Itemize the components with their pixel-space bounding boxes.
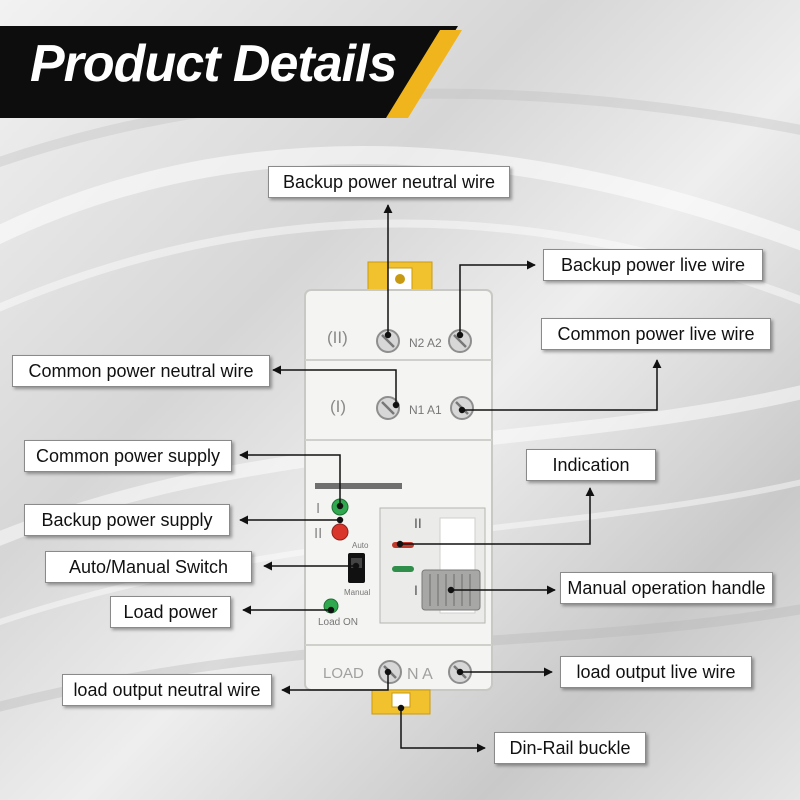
handle-position-i-label: I bbox=[414, 582, 418, 598]
load-on-label: Load ON bbox=[318, 617, 358, 628]
callout-common-power-live-wire: Common power live wire bbox=[541, 318, 771, 350]
group-i-label: (I) bbox=[330, 397, 346, 416]
terminal-row-bottom-labels: N A bbox=[407, 666, 433, 683]
group-ii-label: (II) bbox=[327, 328, 348, 347]
indicator-two-label: II bbox=[314, 525, 322, 542]
indication-red-bar bbox=[392, 542, 414, 548]
switch-manual-label: Manual bbox=[344, 588, 370, 597]
indicator-green-light bbox=[331, 498, 349, 516]
load-on-light bbox=[323, 598, 339, 614]
callout-load-output-live-wire: load output live wire bbox=[560, 656, 752, 688]
terminal-row-middle-labels: N1 A1 bbox=[409, 403, 442, 417]
handle-position-ii-label: II bbox=[414, 515, 422, 531]
callout-auto-manual-switch: Auto/Manual Switch bbox=[45, 551, 252, 583]
callout-manual-operation-handle: Manual operation handle bbox=[560, 572, 773, 604]
load-group-label: LOAD bbox=[323, 665, 364, 682]
callout-backup-power-supply: Backup power supply bbox=[24, 504, 230, 536]
terminal-row-top-labels: N2 A2 bbox=[409, 336, 442, 350]
indicator-one-label: I bbox=[316, 500, 320, 517]
title-banner bbox=[0, 26, 462, 118]
callout-indication: Indication bbox=[526, 449, 656, 481]
indication-green-bar bbox=[392, 566, 414, 572]
callout-backup-power-live-wire: Backup power live wire bbox=[543, 249, 763, 281]
callout-backup-power-neutral-wire: Backup power neutral wire bbox=[268, 166, 510, 198]
switch-auto-label: Auto bbox=[352, 541, 369, 550]
callout-common-power-neutral-wire: Common power neutral wire bbox=[12, 355, 270, 387]
callout-load-output-neutral-wire: load output neutral wire bbox=[62, 674, 272, 706]
callout-din-rail-buckle: Din-Rail buckle bbox=[494, 732, 646, 764]
indicator-red-light bbox=[331, 523, 349, 541]
callout-load-power: Load power bbox=[110, 596, 231, 628]
callout-common-power-supply: Common power supply bbox=[24, 440, 232, 472]
page-title: Product Details bbox=[30, 35, 397, 93]
